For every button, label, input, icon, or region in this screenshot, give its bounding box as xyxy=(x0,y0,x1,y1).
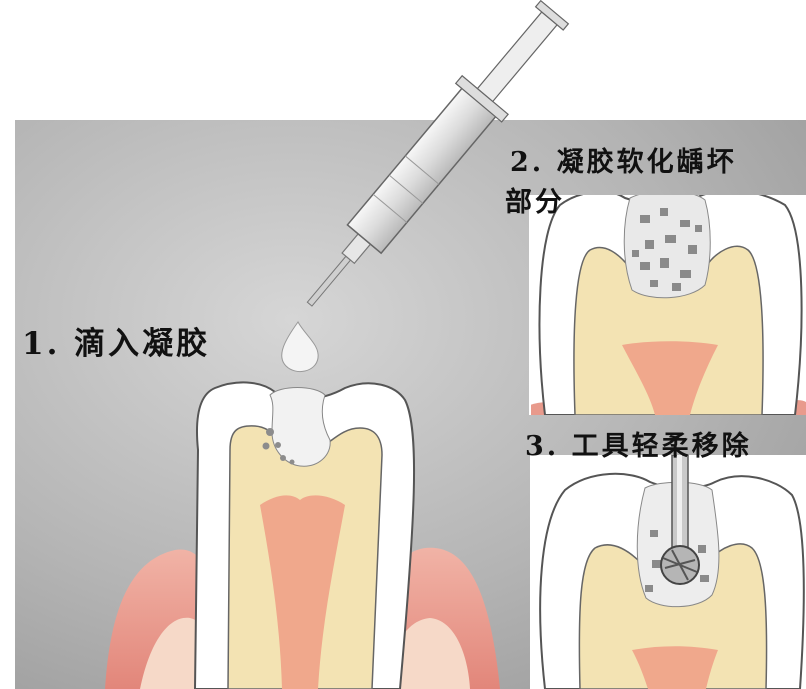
step-2-label-line-1: 2. 凝胶软化龋坏 xyxy=(510,140,737,179)
panel-3-tooth xyxy=(540,455,804,689)
step-2-label-line-2: 部分 xyxy=(505,180,565,219)
step-3-label: 3. 工具轻柔移除 xyxy=(525,424,752,463)
panel-2-softened-gel xyxy=(624,191,710,298)
panel-2-tooth xyxy=(530,190,806,415)
step-1-label: 1. 滴入凝胶 xyxy=(22,318,210,363)
